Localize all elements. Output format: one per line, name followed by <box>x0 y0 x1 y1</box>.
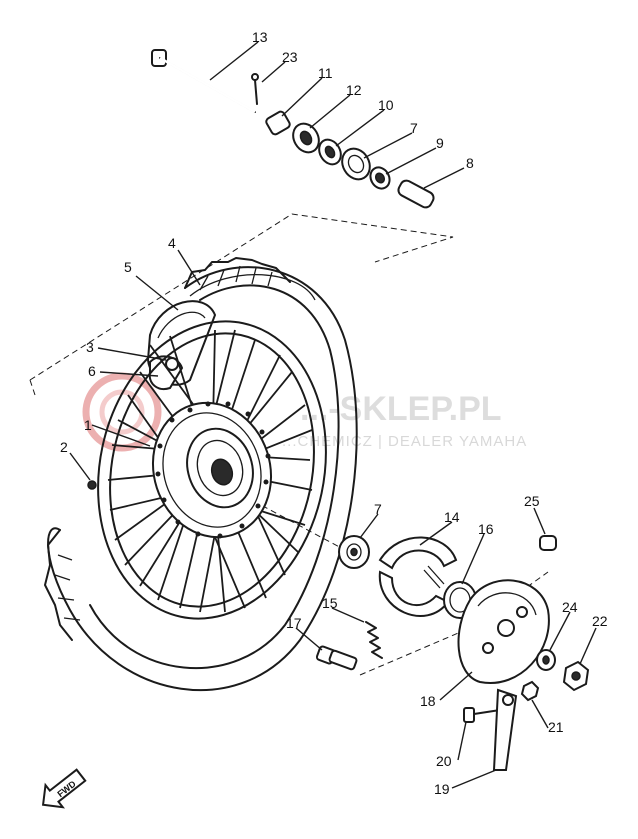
collar-11 <box>265 110 291 136</box>
callout-20: 20 <box>436 753 452 769</box>
nut-21 <box>520 680 540 702</box>
spacer-8 <box>397 179 435 209</box>
callout-10: 10 <box>378 97 394 113</box>
seal-9 <box>369 166 391 190</box>
callout-9: 9 <box>436 135 444 151</box>
spoke-nipple <box>87 480 97 490</box>
brake-shoes <box>378 536 458 617</box>
callout-7-lower: 7 <box>374 501 382 517</box>
axle-nut-22 <box>562 660 590 692</box>
callout-22: 22 <box>592 613 608 629</box>
callout-5: 5 <box>124 259 132 275</box>
fwd-marker: FWD <box>41 768 87 809</box>
callout-19: 19 <box>434 781 450 797</box>
axle <box>151 49 256 114</box>
bearing-7-lower <box>338 535 370 569</box>
collar-25 <box>539 535 557 551</box>
spacer-24 <box>536 649 556 671</box>
callout-21: 21 <box>548 719 564 735</box>
callout-12: 12 <box>346 82 362 98</box>
callout-7-top: 7 <box>410 120 418 136</box>
leader-lines <box>69 41 597 789</box>
callout-2: 2 <box>60 439 68 455</box>
tire <box>44 257 358 692</box>
callout-13: 13 <box>252 29 268 45</box>
brake-plate <box>457 579 550 685</box>
callout-numbers: 13 23 11 12 10 7 9 8 4 5 3 6 1 2 7 14 16… <box>60 29 608 797</box>
callout-24: 24 <box>562 599 578 615</box>
callout-25: 25 <box>524 493 540 509</box>
callout-18: 18 <box>420 693 436 709</box>
callout-4: 4 <box>168 235 176 251</box>
bolt-20 <box>463 707 501 723</box>
callout-11: 11 <box>318 65 333 81</box>
watermark-subtitle: ...CHEMICZ | DEALER YAMAHA <box>282 433 527 450</box>
callout-16: 16 <box>478 521 494 537</box>
callout-1: 1 <box>84 417 92 433</box>
callout-6: 6 <box>88 363 96 379</box>
callout-23: 23 <box>282 49 298 65</box>
rim <box>97 320 327 620</box>
brake-lever <box>492 688 518 771</box>
watermark: ...-SKLEP.PL ...CHEMICZ | DEALER YAMAHA <box>82 372 527 452</box>
camshaft <box>315 645 358 671</box>
brake-spring <box>365 621 383 659</box>
callout-8: 8 <box>466 155 474 171</box>
callout-17: 17 <box>286 615 302 631</box>
watermark-logo <box>82 372 162 452</box>
watermark-title: ...-SKLEP.PL <box>300 390 502 428</box>
hub <box>151 401 273 539</box>
oil-seal-12 <box>292 122 320 154</box>
callout-14: 14 <box>444 509 460 525</box>
bearing-7-top <box>341 147 371 181</box>
cotter-pin <box>251 73 259 105</box>
callout-3: 3 <box>86 339 94 355</box>
callout-15: 15 <box>322 595 338 611</box>
spacer-10 <box>318 138 342 166</box>
